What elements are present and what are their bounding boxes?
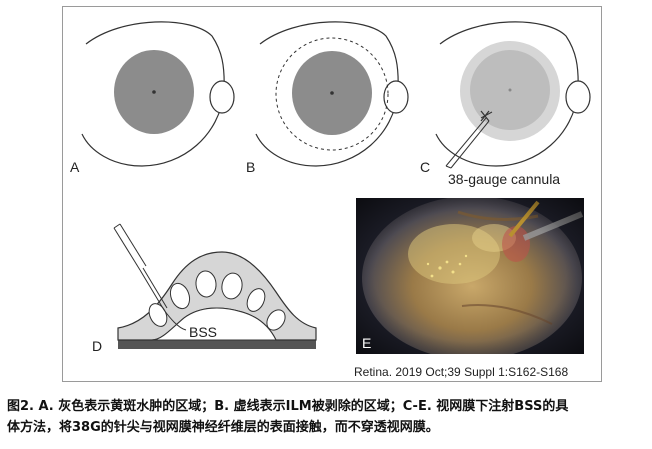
fovea-dot	[152, 90, 156, 94]
panel-label-e: E	[362, 335, 371, 351]
panel-b: B	[246, 21, 409, 175]
optic-disc	[565, 80, 591, 114]
retina-cyst	[195, 270, 217, 298]
panel-c: C 38-gauge cannula	[420, 21, 591, 187]
panel-e-photo: E	[356, 198, 584, 354]
figure-illustration: A B C 38-gauge cannula	[70, 21, 591, 379]
caption-line-2: 体方法，将38G的针尖与视网膜神经纤维层的表面接触，而不穿透视网膜。	[7, 420, 439, 435]
optic-disc	[383, 80, 409, 114]
panel-label-a: A	[70, 159, 80, 175]
retina-cyst	[169, 282, 191, 310]
panel-label-c: C	[420, 159, 430, 175]
panel-a: A	[70, 21, 235, 175]
retina-cyst	[266, 309, 286, 331]
injection-point-marker	[480, 110, 490, 122]
fovea-dot	[508, 88, 512, 92]
fovea-dot	[330, 91, 334, 95]
panel-label-d: D	[92, 338, 102, 354]
caption-line-1: 图2. A. 灰色表示黄斑水肿的区域；B. 虚线表示ILM被剥除的区域；C-E.…	[7, 399, 569, 414]
subretinal-space	[151, 307, 277, 341]
bss-label: BSS	[189, 324, 217, 340]
ilm-peel-boundary	[275, 37, 389, 151]
panel-label-b: B	[246, 159, 255, 175]
retina-cyst	[221, 272, 243, 300]
optic-disc	[209, 80, 235, 114]
figure-caption: 图2. A. 灰色表示黄斑水肿的区域；B. 虚线表示ILM被剥除的区域；C-E.…	[7, 396, 647, 438]
cannula	[113, 223, 168, 311]
panel-d: BSS D	[92, 223, 317, 354]
citation: Retina. 2019 Oct;39 Suppl 1:S162-S168	[354, 365, 568, 379]
cannula-label: 38-gauge cannula	[448, 171, 560, 187]
retina-cyst	[246, 288, 266, 312]
rpe-base	[118, 340, 316, 349]
bss-pointer-line	[163, 309, 187, 331]
